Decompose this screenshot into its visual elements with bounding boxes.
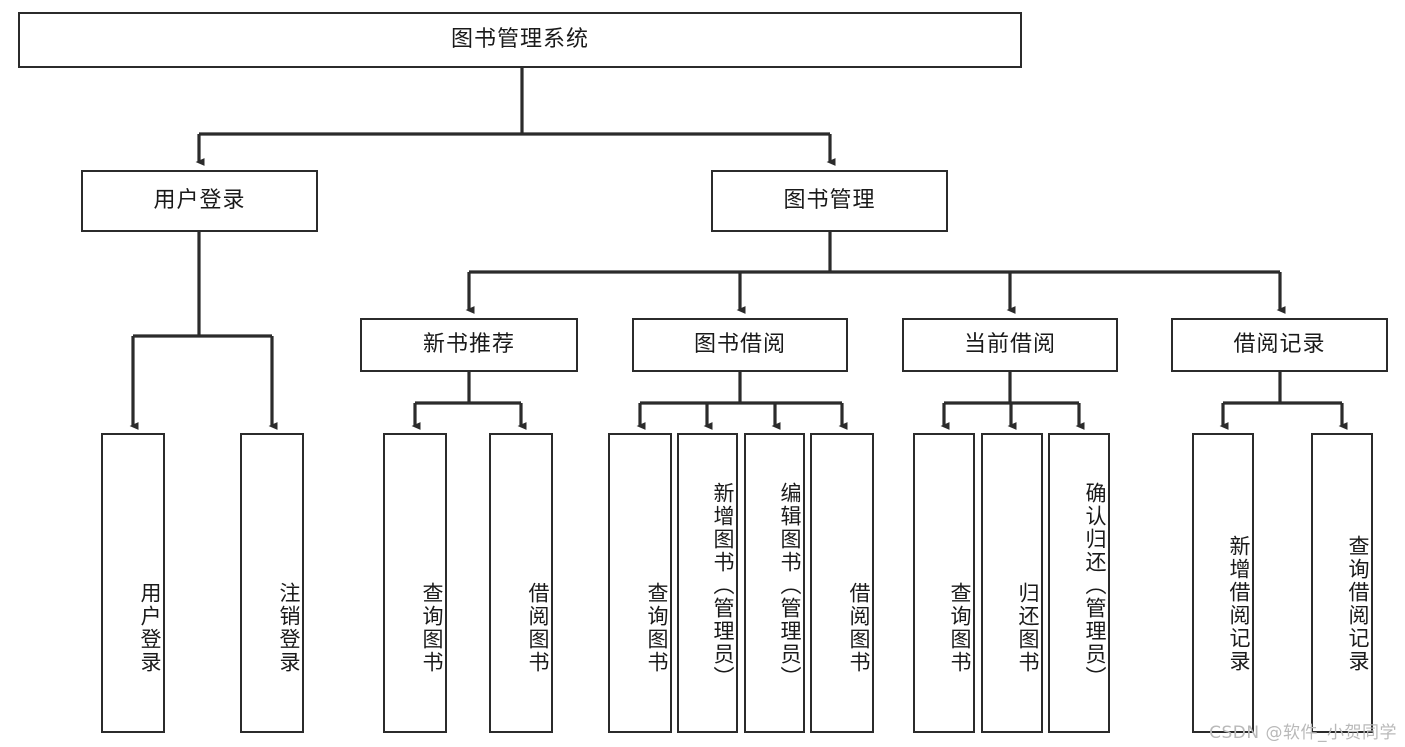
node-label: 查询图书 [645,582,669,674]
node-label: 图书借阅 [693,331,786,357]
leaf-user-logout[interactable]: 注销登录 [240,433,304,733]
node-label: 确认归还（管理员） [1083,481,1107,689]
csdn-watermark: CSDN @软件_小贺同学 [1209,723,1397,743]
node-label: 借阅图书 [526,582,550,674]
node-label: 新增图书（管理员） [711,481,735,689]
node-label: 新增借阅记录 [1227,535,1251,673]
node-label: 用户登录 [153,187,246,213]
node-label: 图书管理 [783,187,876,213]
node-label: 归还图书 [1016,582,1040,674]
node-book-management[interactable]: 图书管理 [711,170,948,232]
node-borrow-record[interactable]: 借阅记录 [1171,318,1388,372]
node-book-borrow[interactable]: 图书借阅 [632,318,848,372]
node-label: 借阅记录 [1233,331,1326,357]
node-label: 借阅图书 [847,582,871,674]
node-current-borrow[interactable]: 当前借阅 [902,318,1118,372]
node-label: 查询借阅记录 [1346,535,1370,673]
leaf-user-login[interactable]: 用户登录 [101,433,165,733]
node-new-book-recommend[interactable]: 新书推荐 [360,318,578,372]
leaf-current-return-book[interactable]: 归还图书 [981,433,1043,733]
node-label: 编辑图书（管理员） [778,481,802,689]
leaf-borrow-add-book-admin[interactable]: 新增图书（管理员） [677,433,738,733]
leaf-current-confirm-return-admin[interactable]: 确认归还（管理员） [1048,433,1110,733]
leaf-borrow-book[interactable]: 借阅图书 [810,433,874,733]
node-label: 注销登录 [277,582,301,674]
node-label: 图书管理系统 [450,26,589,52]
leaf-current-query-book[interactable]: 查询图书 [913,433,975,733]
node-label: 查询图书 [948,582,972,674]
node-root-book-management-system[interactable]: 图书管理系统 [18,12,1022,68]
leaf-record-query[interactable]: 查询借阅记录 [1311,433,1373,733]
node-user-login[interactable]: 用户登录 [81,170,318,232]
leaf-recommend-borrow-book[interactable]: 借阅图书 [489,433,553,733]
node-label: 用户登录 [138,582,162,674]
leaf-borrow-edit-book-admin[interactable]: 编辑图书（管理员） [744,433,805,733]
leaf-record-add[interactable]: 新增借阅记录 [1192,433,1254,733]
node-label: 查询图书 [420,582,444,674]
node-label: 新书推荐 [422,331,515,357]
leaf-recommend-query-book[interactable]: 查询图书 [383,433,447,733]
leaf-borrow-query-book[interactable]: 查询图书 [608,433,672,733]
node-label: 当前借阅 [963,331,1056,357]
